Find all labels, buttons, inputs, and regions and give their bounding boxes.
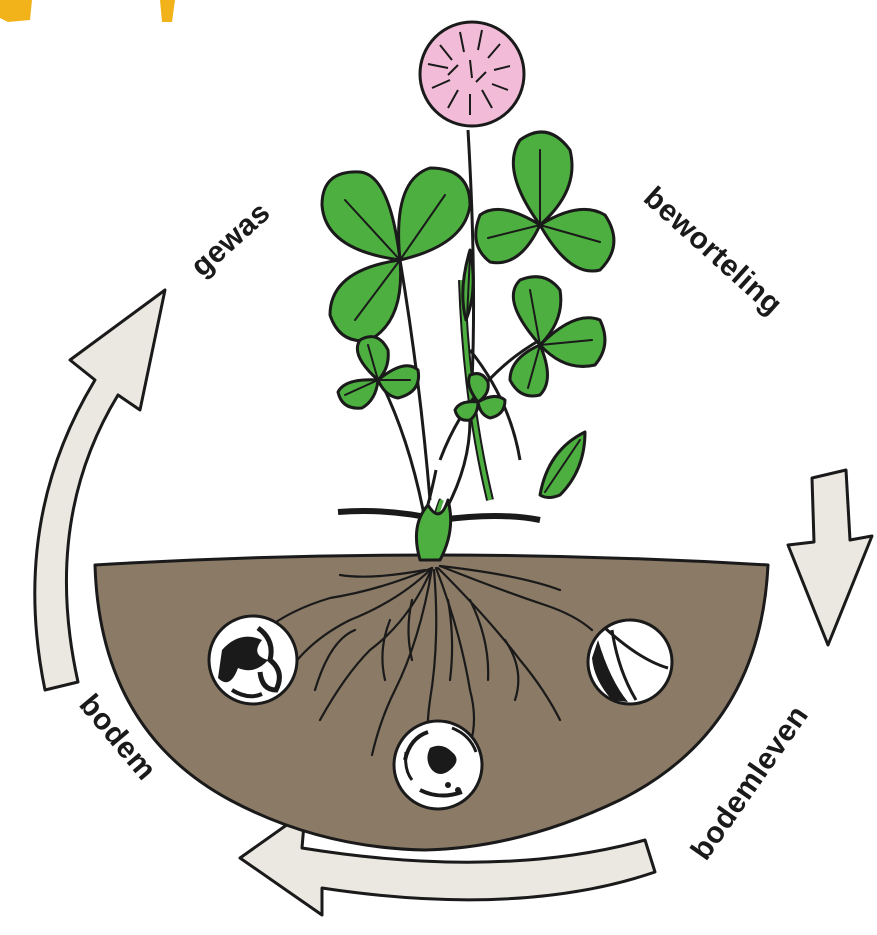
soil-organism-right <box>588 620 672 704</box>
label-rooting: beworteling <box>637 181 788 322</box>
soil-organism-left <box>209 616 297 704</box>
title-fragment <box>0 0 32 22</box>
arrow-down-icon <box>788 470 872 645</box>
soil-organism-bottom <box>394 721 482 809</box>
arrow-right <box>788 470 872 645</box>
clover-flower <box>420 22 524 126</box>
clover-plant <box>322 22 614 560</box>
label-crop: gewas <box>185 196 277 284</box>
title-fragment <box>160 0 175 22</box>
